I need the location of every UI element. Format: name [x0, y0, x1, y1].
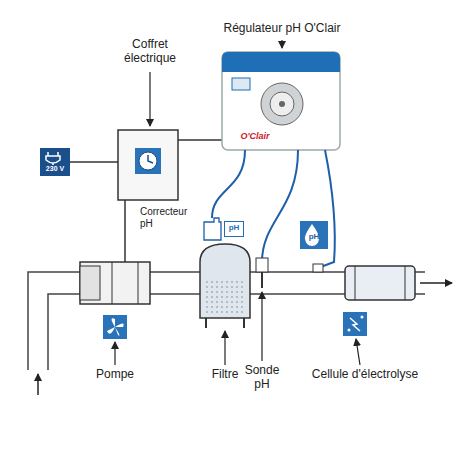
part-label: O'Clair	[230, 131, 280, 141]
part-label: Filtre	[200, 368, 250, 382]
icon-text: pH	[300, 233, 328, 241]
icon-text: pH	[225, 224, 243, 232]
part-label: Cellule d'électrolyse	[290, 368, 440, 382]
icon-text: 230 V	[40, 165, 70, 172]
part-label: Pompe	[85, 368, 145, 382]
part-label: Régulateur pH O'Clair	[182, 22, 382, 36]
part-label: Sonde pH	[238, 364, 286, 392]
icon-box: pH	[300, 221, 328, 249]
part-label: Correcteur pH	[140, 206, 202, 229]
icon-box: pH	[224, 221, 244, 237]
icon-box: 230 V	[40, 148, 70, 176]
part-label: Coffret électrique	[108, 38, 192, 66]
